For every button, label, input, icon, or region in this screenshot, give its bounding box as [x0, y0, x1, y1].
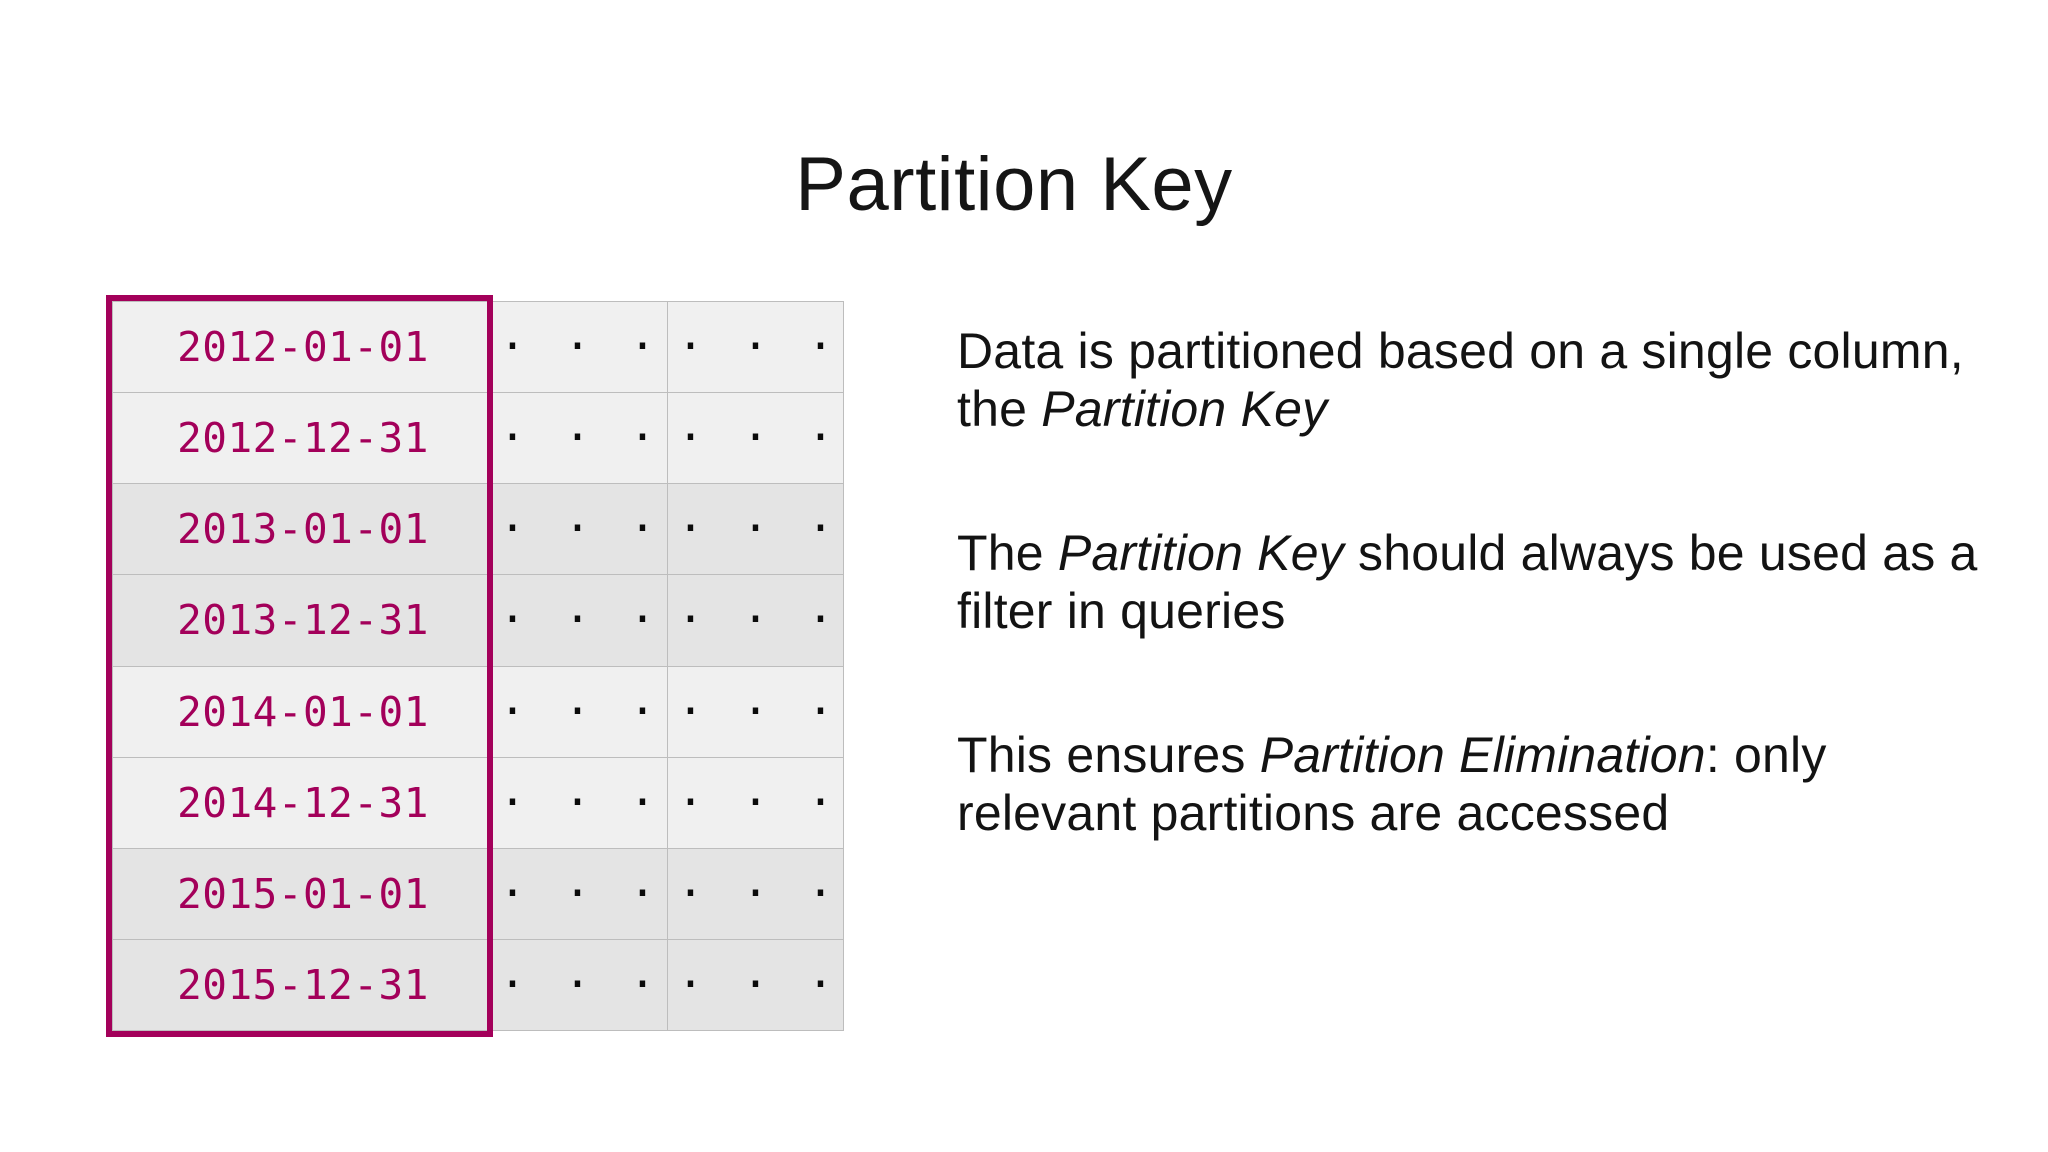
- bullet-partition-elimination: This ensures Partition Elimination: only…: [957, 726, 2017, 842]
- body-text: : only relevant partitions are accessed: [957, 727, 1827, 841]
- partition-table-grid: 2012-01-01· · ·· · ·2012-12-31· · ·· · ·…: [112, 300, 844, 1032]
- table-row: 2015-01-01· · ·· · ·: [112, 847, 844, 940]
- data-cell-2: · · ·: [667, 665, 844, 758]
- data-cell-2: · · ·: [667, 756, 844, 849]
- partition-key-cell: 2014-12-31: [112, 756, 488, 849]
- body-text: Data is partitioned based on a single co…: [957, 323, 1964, 437]
- explanation-text-block: Data is partitioned based on a single co…: [957, 322, 2017, 842]
- emphasis-term: Partition Key: [1057, 525, 1344, 581]
- data-cell-2: · · ·: [667, 392, 844, 485]
- data-cell-2: · · ·: [667, 847, 844, 940]
- partition-key-cell: 2013-01-01: [112, 483, 488, 576]
- bullet-partition-definition: Data is partitioned based on a single co…: [957, 322, 2017, 438]
- bullet-filter-usage: The Partition Key should always be used …: [957, 524, 2017, 640]
- partition-key-cell: 2013-12-31: [112, 574, 488, 667]
- partition-key-cell: 2014-01-01: [112, 665, 488, 758]
- data-cell-1: · · ·: [487, 574, 668, 667]
- partition-key-cell: 2012-01-01: [112, 300, 488, 394]
- emphasis-term: Partition Elimination: [1259, 727, 1706, 783]
- data-cell-2: · · ·: [667, 938, 844, 1032]
- data-cell-1: · · ·: [487, 483, 668, 576]
- table-row: 2015-12-31· · ·· · ·: [112, 938, 844, 1032]
- partition-table-body: 2012-01-01· · ·· · ·2012-12-31· · ·· · ·…: [112, 300, 844, 1032]
- body-text: The: [957, 525, 1058, 581]
- body-text: should always be used as a filter in que…: [957, 525, 1978, 639]
- data-cell-1: · · ·: [487, 392, 668, 485]
- table-row: 2014-01-01· · ·· · ·: [112, 665, 844, 758]
- table-row: 2012-01-01· · ·· · ·: [112, 300, 844, 394]
- page-title: Partition Key: [795, 141, 1233, 227]
- data-cell-2: · · ·: [667, 300, 844, 394]
- partition-table: 2012-01-01· · ·· · ·2012-12-31· · ·· · ·…: [106, 295, 844, 1037]
- table-row: 2013-01-01· · ·· · ·: [112, 483, 844, 576]
- emphasis-term: Partition Key: [1041, 381, 1328, 437]
- data-cell-1: · · ·: [487, 756, 668, 849]
- data-cell-1: · · ·: [487, 300, 668, 394]
- data-cell-1: · · ·: [487, 665, 668, 758]
- data-cell-1: · · ·: [487, 847, 668, 940]
- data-cell-2: · · ·: [667, 574, 844, 667]
- partition-key-cell: 2015-01-01: [112, 847, 488, 940]
- table-row: 2013-12-31· · ·· · ·: [112, 574, 844, 667]
- body-text: This ensures: [957, 727, 1260, 783]
- table-row: 2014-12-31· · ·· · ·: [112, 756, 844, 849]
- table-row: 2012-12-31· · ·· · ·: [112, 392, 844, 485]
- partition-key-cell: 2015-12-31: [112, 938, 488, 1032]
- data-cell-1: · · ·: [487, 938, 668, 1032]
- data-cell-2: · · ·: [667, 483, 844, 576]
- partition-key-cell: 2012-12-31: [112, 392, 488, 485]
